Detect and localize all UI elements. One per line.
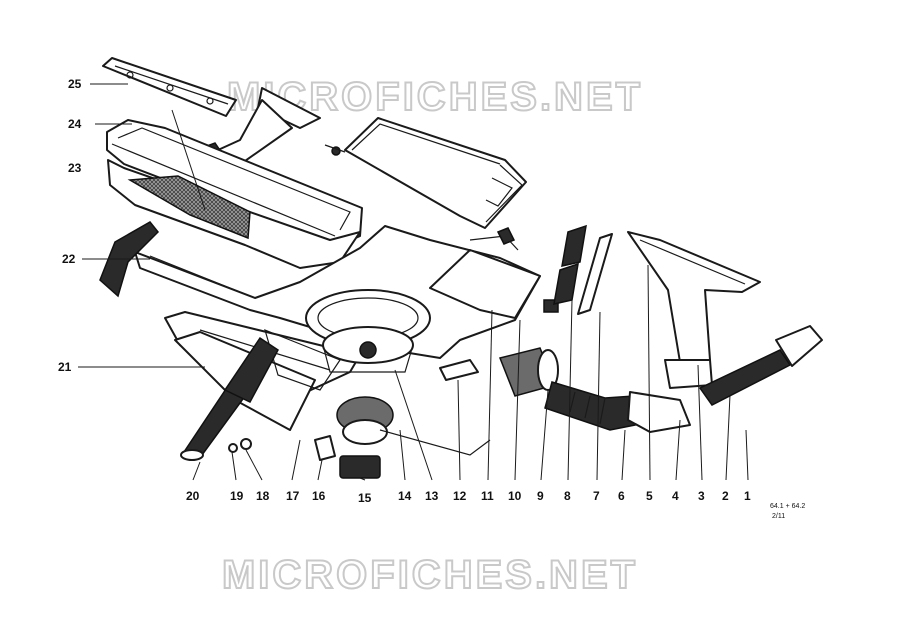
reference-code: 64.1 + 64.2 <box>770 503 805 510</box>
callout-6: 6 <box>618 489 625 503</box>
callout-25: 25 <box>68 77 82 91</box>
callout-22: 22 <box>62 252 76 266</box>
callout-14: 14 <box>398 489 412 503</box>
part-8-strips <box>553 224 613 315</box>
reference-sheet: 2/11 <box>772 513 785 520</box>
part-22-body <box>99 221 541 359</box>
part-25-rail <box>102 57 237 117</box>
callout-24: 24 <box>68 117 82 131</box>
callout-19: 19 <box>230 489 244 503</box>
callout-4: 4 <box>672 489 679 503</box>
part-10-coupling <box>498 299 559 397</box>
callout-23: 23 <box>68 161 82 175</box>
callout-21: 21 <box>58 360 72 374</box>
leader-lines <box>78 83 749 481</box>
callout-8: 8 <box>564 489 571 503</box>
callout-15: 15 <box>358 491 372 505</box>
callout-5: 5 <box>646 489 653 503</box>
part-2-hose <box>698 325 823 406</box>
part-13-blower-ring <box>305 289 431 373</box>
callout-1: 1 <box>744 489 751 503</box>
part-24-frame <box>106 119 363 247</box>
part-12-lever <box>439 227 519 381</box>
callout-17: 17 <box>286 489 300 503</box>
callout-16: 16 <box>312 489 326 503</box>
part-15-motor <box>336 396 491 479</box>
part-20-hose <box>180 336 279 461</box>
callout-2: 2 <box>722 489 729 503</box>
callout-18: 18 <box>256 489 270 503</box>
callout-3: 3 <box>698 489 705 503</box>
part-5-funnel <box>627 231 761 389</box>
part-19-fasteners <box>228 438 252 453</box>
callout-7: 7 <box>593 489 600 503</box>
part-23-housing <box>107 159 361 269</box>
part-16-bracket <box>314 435 336 461</box>
callout-9: 9 <box>537 489 544 503</box>
callout-10: 10 <box>508 489 522 503</box>
watermark-bottom: MICROFICHES.NET <box>222 553 638 597</box>
part-6-hose <box>544 381 691 433</box>
callout-13: 13 <box>425 489 439 503</box>
callout-11: 11 <box>481 489 494 503</box>
callout-12: 12 <box>453 489 467 503</box>
callout-20: 20 <box>186 489 200 503</box>
part-filter-box <box>324 117 527 229</box>
